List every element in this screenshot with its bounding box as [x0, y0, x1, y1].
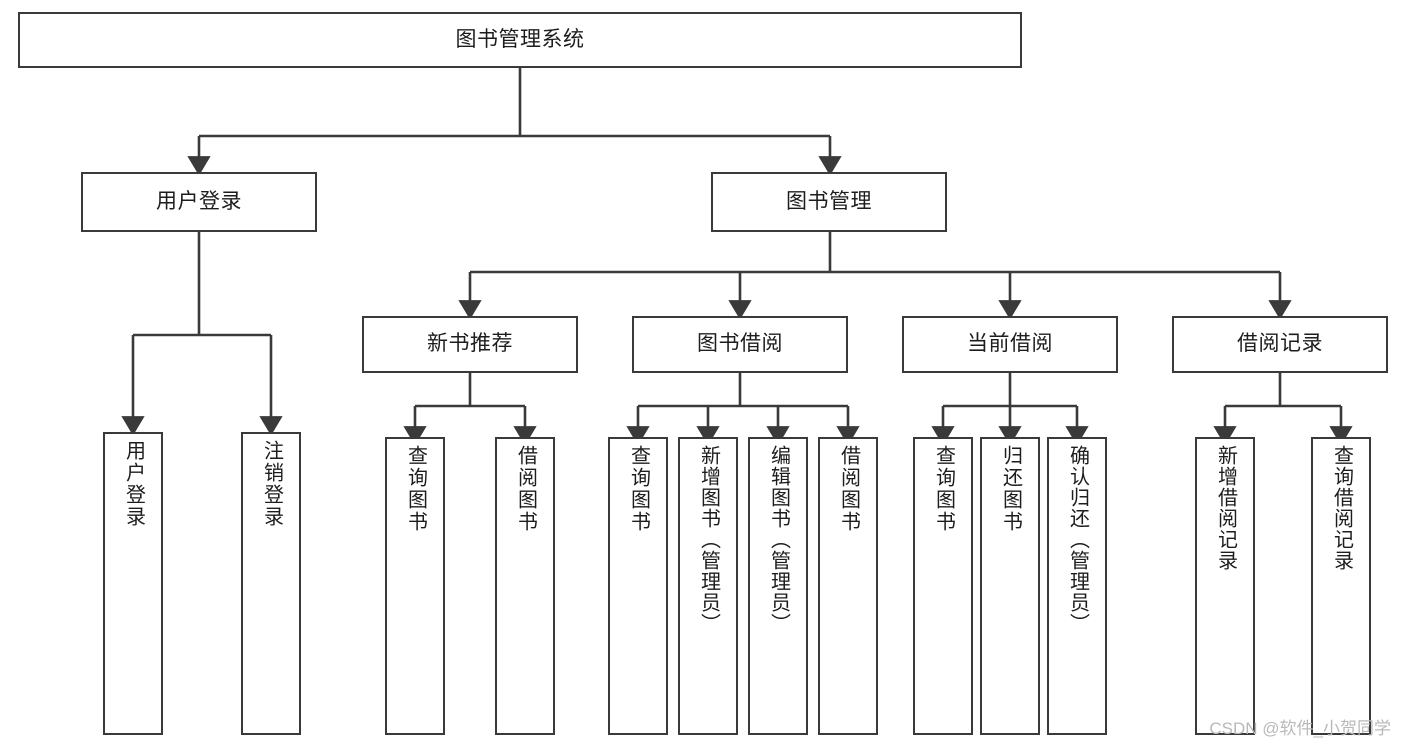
- node-leaf-confirm-return[interactable]: 确认归还（管理员）: [1047, 437, 1107, 735]
- node-leaf-borrow-book-2-label: 借阅图书: [837, 445, 860, 533]
- node-new-book-rec-label: 新书推荐: [427, 332, 513, 356]
- node-leaf-query-book-3[interactable]: 查询图书: [913, 437, 973, 735]
- node-user-login[interactable]: 用户登录: [81, 172, 317, 232]
- node-leaf-add-record[interactable]: 新增借阅记录: [1195, 437, 1255, 735]
- node-book-manage-label: 图书管理: [786, 189, 872, 213]
- node-user-login-label: 用户登录: [156, 189, 242, 213]
- node-current-borrow-label: 当前借阅: [967, 332, 1053, 356]
- node-leaf-edit-book-label: 编辑图书（管理员）: [767, 445, 790, 634]
- node-leaf-add-book[interactable]: 新增图书（管理员）: [678, 437, 738, 735]
- node-borrow-record-label: 借阅记录: [1237, 332, 1323, 356]
- node-leaf-query-record-label: 查询借阅记录: [1330, 445, 1353, 571]
- node-leaf-query-book-2-label: 查询图书: [627, 445, 650, 533]
- node-leaf-query-record[interactable]: 查询借阅记录: [1311, 437, 1371, 735]
- node-leaf-return-book-label: 归还图书: [999, 445, 1022, 533]
- node-leaf-query-book-2[interactable]: 查询图书: [608, 437, 668, 735]
- node-leaf-user-login-label: 用户登录: [122, 440, 145, 528]
- node-borrow-record[interactable]: 借阅记录: [1172, 316, 1388, 373]
- node-leaf-borrow-book-2[interactable]: 借阅图书: [818, 437, 878, 735]
- node-book-manage[interactable]: 图书管理: [711, 172, 947, 232]
- node-leaf-borrow-book-1[interactable]: 借阅图书: [495, 437, 555, 735]
- node-leaf-logout[interactable]: 注销登录: [241, 432, 301, 735]
- node-book-borrow[interactable]: 图书借阅: [632, 316, 848, 373]
- node-leaf-add-book-label: 新增图书（管理员）: [697, 445, 720, 634]
- node-leaf-borrow-book-1-label: 借阅图书: [514, 445, 537, 533]
- node-root-label: 图书管理系统: [455, 27, 585, 51]
- node-new-book-rec[interactable]: 新书推荐: [362, 316, 578, 373]
- node-book-borrow-label: 图书借阅: [697, 332, 783, 356]
- node-leaf-edit-book[interactable]: 编辑图书（管理员）: [748, 437, 808, 735]
- node-leaf-logout-label: 注销登录: [260, 440, 283, 528]
- node-root[interactable]: 图书管理系统: [18, 12, 1022, 68]
- node-leaf-user-login[interactable]: 用户登录: [103, 432, 163, 735]
- node-leaf-query-book-3-label: 查询图书: [932, 445, 955, 533]
- node-leaf-return-book[interactable]: 归还图书: [980, 437, 1040, 735]
- csdn-watermark: CSDN @软件_小贺同学: [1209, 719, 1391, 738]
- node-leaf-confirm-return-label: 确认归还（管理员）: [1066, 445, 1089, 634]
- node-leaf-query-book-1-label: 查询图书: [404, 445, 427, 533]
- node-current-borrow[interactable]: 当前借阅: [902, 316, 1118, 373]
- node-leaf-add-record-label: 新增借阅记录: [1214, 445, 1237, 571]
- node-leaf-query-book-1[interactable]: 查询图书: [385, 437, 445, 735]
